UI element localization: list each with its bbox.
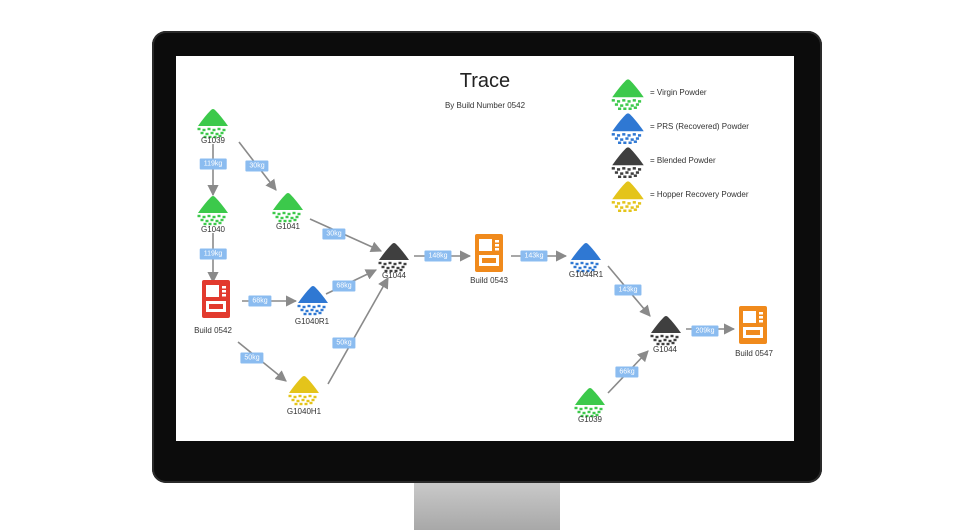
diagram-canvas — [197, 79, 767, 418]
legend-blended-powder-icon — [611, 147, 644, 179]
legend-label: = Blended Powder — [650, 156, 716, 165]
edge-weight-label: 119kg — [199, 158, 227, 170]
edge-weight-label: 68kg — [332, 280, 356, 292]
edge-weight-label: 119kg — [199, 248, 227, 260]
virgin-powder-pile-icon — [197, 109, 228, 139]
node-label: G1040R1 — [294, 317, 330, 326]
edge-arrow-n6-n7 — [327, 277, 389, 385]
node-label: G1044 — [652, 345, 678, 354]
node-label: G1044R1 — [568, 270, 604, 279]
edge-weight-label: 30kg — [245, 160, 269, 172]
prs-powder-pile-icon — [297, 286, 328, 316]
build-machine-icon — [739, 306, 767, 344]
virgin-powder-pile-icon — [272, 193, 303, 223]
node-label: G1040H1 — [286, 407, 322, 416]
legend-hopper-powder-icon — [611, 181, 644, 213]
edge-weight-label: 50kg — [332, 337, 356, 349]
diagram-title: Trace — [459, 70, 511, 92]
node-label: Build 0542 — [194, 326, 232, 335]
edge-weight-label: 66kg — [615, 366, 639, 378]
edge-weight-label: 143kg — [614, 284, 642, 296]
trace-diagram-screen: Trace By Build Number 0542 119kg 30kg 119k… — [176, 56, 794, 441]
node-label: G1039 — [200, 136, 226, 145]
edge-arrow-n3-n7 — [309, 218, 383, 252]
blended-powder-pile-icon — [650, 316, 681, 346]
edge-weight-label: 143kg — [520, 250, 548, 262]
edge-weight-label: 68kg — [248, 295, 272, 307]
diagram-subtitle: By Build Number 0542 — [444, 101, 526, 110]
build-machine-icon — [202, 280, 230, 318]
legend-prs-powder-icon — [611, 113, 644, 145]
hopper-powder-pile-icon — [288, 376, 319, 406]
node-label: G1041 — [275, 222, 301, 231]
legend-label: = PRS (Recovered) Powder — [650, 122, 749, 131]
edge-weight-label: 209kg — [691, 325, 719, 337]
virgin-powder-pile-icon — [197, 196, 228, 226]
legend-label: = Virgin Powder — [650, 88, 707, 97]
node-label: G1044 — [381, 271, 407, 280]
edge-weight-label: 148kg — [424, 250, 452, 262]
blended-powder-pile-icon — [378, 243, 409, 273]
edge-weight-label: 50kg — [240, 352, 264, 364]
prs-powder-pile-icon — [570, 243, 601, 273]
node-label: Build 0547 — [735, 349, 773, 358]
virgin-powder-pile-icon — [574, 388, 605, 418]
node-label: G1040 — [200, 225, 226, 234]
node-label: G1039 — [577, 415, 603, 424]
edge-weight-label: 30kg — [322, 228, 346, 240]
legend-virgin-powder-icon — [611, 79, 644, 111]
monitor-stand — [414, 483, 560, 530]
build-machine-icon — [475, 234, 503, 272]
legend-label: = Hopper Recovery Powder — [650, 190, 749, 199]
node-label: Build 0543 — [470, 276, 508, 285]
